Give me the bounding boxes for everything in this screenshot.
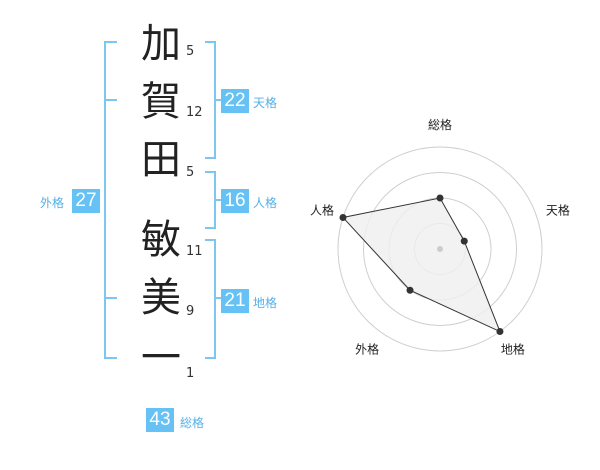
radar-axis-label-3: 地格 [501, 341, 525, 356]
name-char-6: 一 [141, 335, 181, 381]
name-char-4: 敏 [141, 217, 181, 263]
name-char-1: 加 [141, 21, 181, 67]
gaikaku-value: 27 [72, 189, 100, 213]
tenkaku-label: 天格 [253, 96, 278, 110]
name-char-2: 賀 [141, 79, 181, 125]
radar-polygon [342, 197, 501, 333]
gaikaku-bracket [104, 41, 117, 359]
radar-center [437, 246, 443, 252]
chikaku-value: 21 [221, 289, 249, 313]
stroke-count-2: 12 [186, 105, 203, 120]
radar-ring-3 [363, 172, 517, 326]
name-char-5: 美 [141, 275, 181, 321]
stroke-count-6: 1 [186, 366, 195, 381]
radar-axis-label-2: 天格 [546, 203, 570, 218]
radar-axis-label-5: 人格 [310, 203, 334, 218]
soukaku-value: 43 [146, 408, 174, 432]
stroke-count-4: 11 [186, 244, 203, 259]
radar-ring-4 [337, 146, 543, 352]
radar-point-5 [339, 213, 347, 221]
soukaku-label: 総格 [180, 416, 205, 430]
jinkaku-value: 16 [221, 189, 249, 213]
radar-point-3 [496, 328, 504, 336]
radar-axis-label-1: 総格 [428, 117, 452, 132]
radar-axis-label-4: 外格 [355, 341, 379, 356]
tenkaku-value: 22 [221, 89, 249, 113]
stroke-count-5: 9 [186, 304, 195, 319]
radar-point-2 [460, 237, 468, 245]
radar-point-4 [406, 286, 414, 294]
chikaku-label: 地格 [253, 296, 278, 310]
radar-point-1 [436, 194, 444, 202]
name-char-3: 田 [141, 137, 181, 183]
stroke-count-3: 5 [186, 165, 195, 180]
gaikaku-label: 外格 [40, 196, 65, 210]
jinkaku-label: 人格 [253, 196, 278, 210]
stroke-count-1: 5 [186, 44, 195, 59]
